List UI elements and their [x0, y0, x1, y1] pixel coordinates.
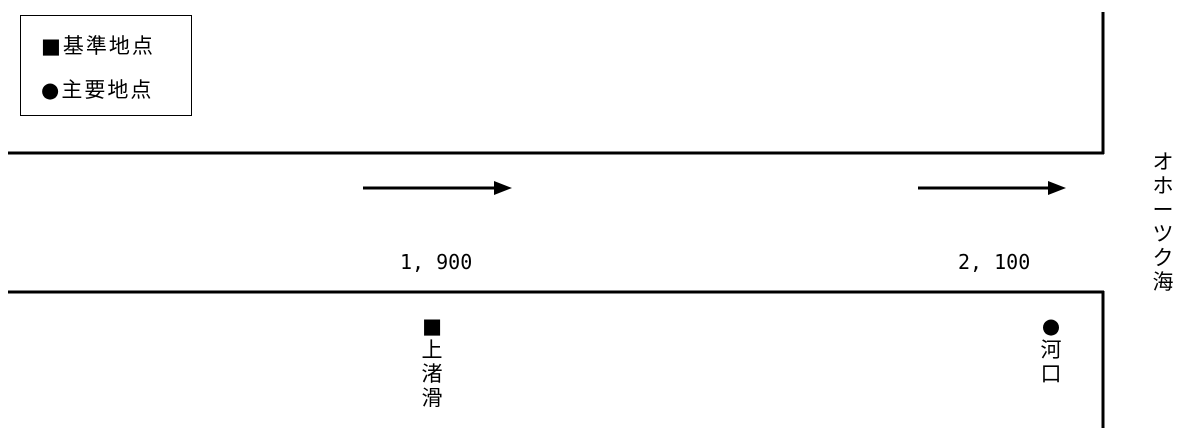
flow-value-river-mouth: 2, 100: [958, 250, 1031, 274]
legend-main-point: ●主要地点: [41, 78, 154, 102]
legend-box: ■基準地点 ●主要地点: [20, 15, 192, 116]
station-kaminashoppu: ■ 上渚滑: [420, 314, 444, 410]
legend-reference-point: ■基準地点: [41, 34, 155, 58]
sea-label: オホーツク海: [1152, 150, 1174, 294]
station-name: 上渚滑: [421, 338, 443, 410]
main-point-marker: ●: [1041, 314, 1061, 338]
station-river-mouth: ● 河口: [1039, 314, 1063, 386]
station-name: 河口: [1040, 338, 1062, 386]
flow-value-kaminashoppu: 1, 900: [400, 250, 473, 274]
reference-point-marker: ■: [422, 314, 442, 338]
flow-arrow-downstream: [918, 181, 1066, 195]
flow-arrow-upstream: [363, 181, 512, 195]
